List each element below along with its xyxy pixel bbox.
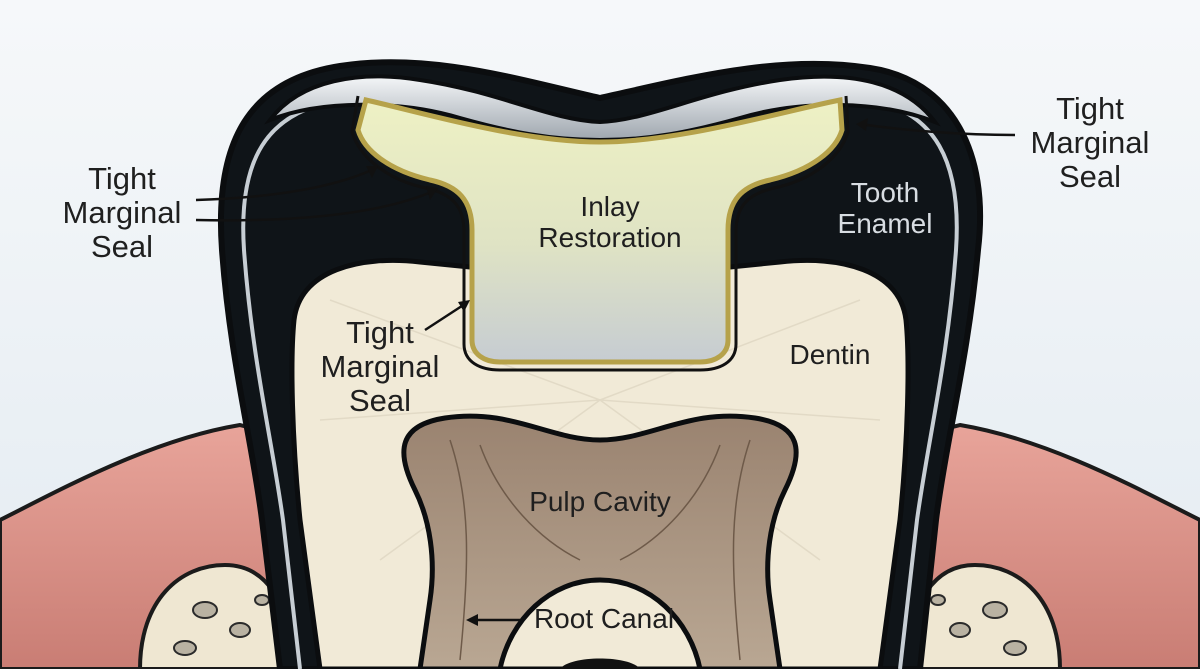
label-line: Seal bbox=[348, 383, 412, 419]
root-opening bbox=[560, 658, 640, 669]
label-line: Tight bbox=[88, 161, 156, 196]
label-tooth-enamel: Tooth Enamel bbox=[820, 177, 950, 240]
pulp-cavity-shape bbox=[401, 413, 799, 669]
enamel-cap bbox=[264, 74, 941, 143]
label-tight-marginal-seal-right: Tight Marginal Seal bbox=[1020, 91, 1160, 195]
label-line: Restoration bbox=[538, 221, 682, 253]
label-line: Inlay bbox=[580, 191, 640, 222]
label-line: Tight bbox=[1056, 91, 1124, 126]
label-line: Marginal bbox=[1030, 125, 1150, 161]
label-line: Marginal bbox=[62, 195, 182, 231]
inlay-restoration-shape bbox=[355, 96, 845, 365]
label-dentin: Dentin bbox=[789, 339, 871, 370]
bone-texture bbox=[173, 594, 1027, 656]
arrowheads bbox=[366, 118, 868, 626]
label-line: Seal bbox=[1058, 159, 1122, 195]
label-line: Marginal bbox=[320, 349, 440, 385]
label-line: Enamel bbox=[837, 207, 933, 239]
label-inlay-restoration: Inlay Restoration bbox=[520, 191, 700, 254]
label-root-canal: Root Canal bbox=[533, 603, 675, 634]
inlay-outer-edge bbox=[350, 95, 850, 372]
label-line: Seal bbox=[90, 229, 154, 265]
label-line: Tooth bbox=[850, 177, 920, 208]
label-tight-marginal-seal-center: Tight Marginal Seal bbox=[310, 315, 450, 419]
label-line: Tight bbox=[346, 315, 414, 350]
arrows bbox=[195, 122, 1016, 622]
enamel-rim bbox=[241, 98, 959, 669]
label-pulp-cavity: Pulp Cavity bbox=[529, 486, 671, 517]
pulp-fibers bbox=[449, 439, 751, 661]
label-tight-marginal-seal-left: Tight Marginal Seal bbox=[52, 161, 192, 265]
